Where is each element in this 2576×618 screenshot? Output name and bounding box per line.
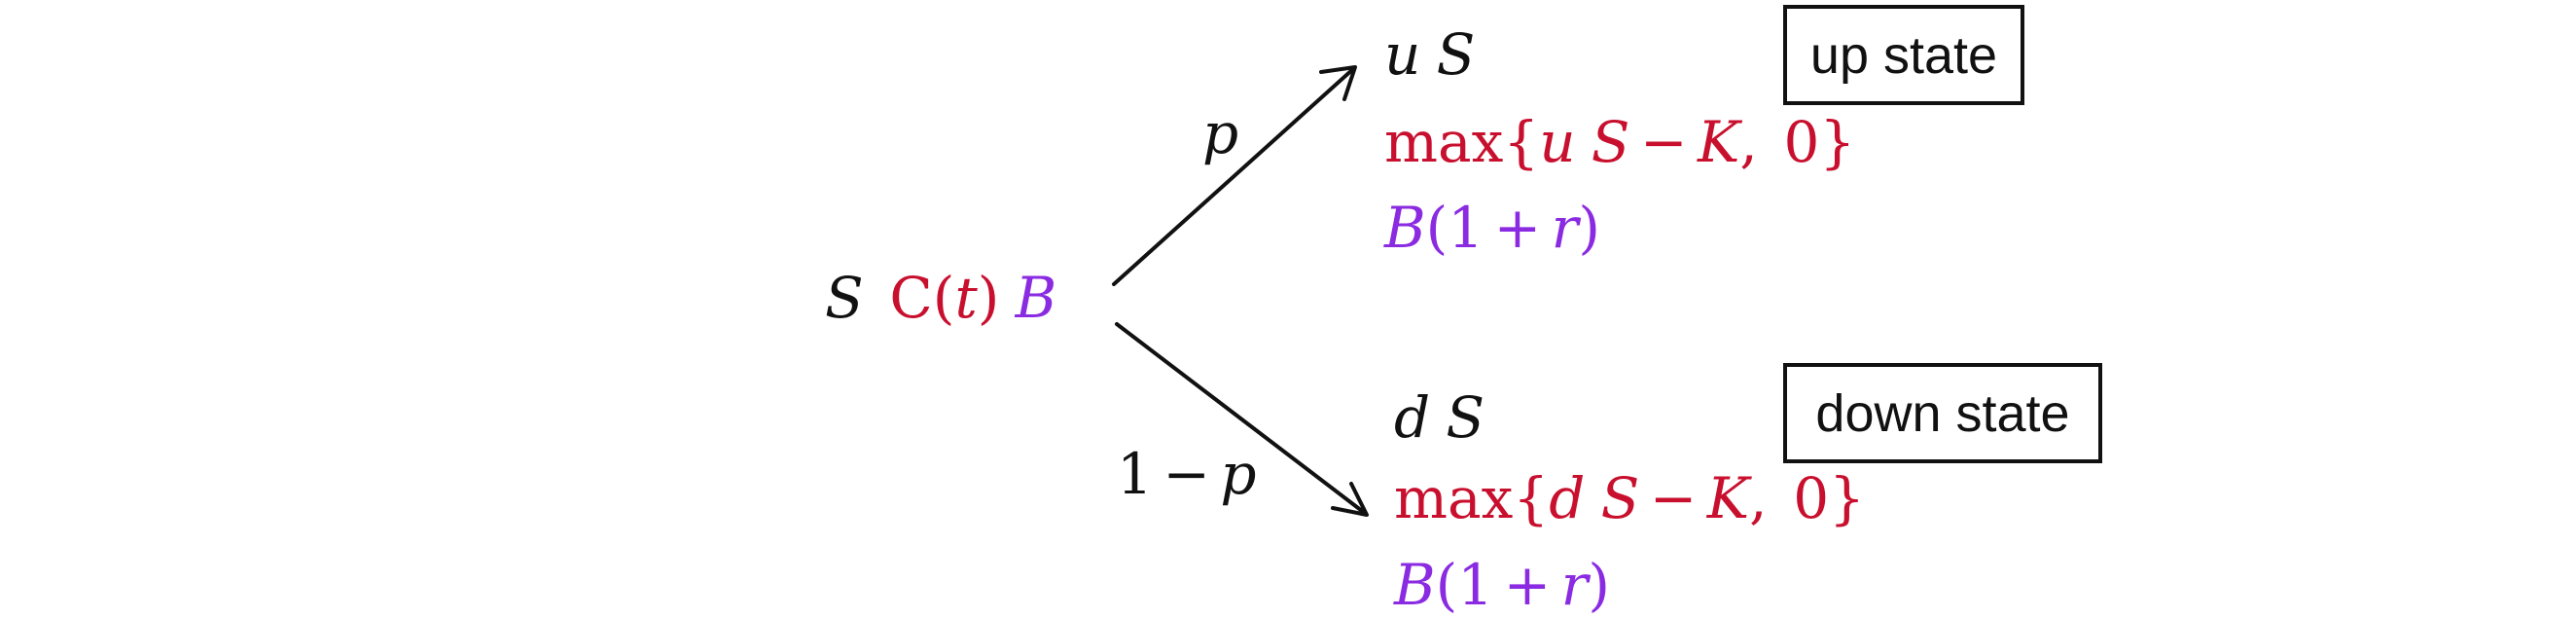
up-bond-rate: r	[1551, 195, 1579, 261]
root-call-time: t	[954, 265, 978, 331]
root-call-symbol: C	[889, 265, 933, 331]
root-bond: B	[1015, 265, 1057, 331]
up-bond-plus: +	[1493, 195, 1542, 261]
up-zero: 0	[1783, 109, 1820, 175]
down-probability-p: p	[1220, 441, 1257, 507]
up-bond: B	[1384, 195, 1426, 261]
down-bond-plus: +	[1503, 552, 1552, 618]
down-factor: d	[1394, 384, 1431, 451]
down-bond: B	[1394, 552, 1436, 618]
down-arrow	[1115, 322, 1369, 517]
up-stock: S	[1436, 21, 1476, 88]
down-bond-one: 1	[1457, 552, 1494, 618]
down-stock: S	[1446, 384, 1485, 451]
down-max: max	[1394, 465, 1514, 531]
up-bond-value: B(1+r)	[1384, 195, 1601, 261]
down-bond-value: B(1+r)	[1394, 552, 1611, 618]
up-state-box: up state	[1783, 5, 2024, 105]
up-factor: u	[1384, 21, 1421, 88]
up-bond-one: 1	[1448, 195, 1485, 261]
down-state-box: down state	[1783, 363, 2102, 463]
down-payoff-factor: d	[1549, 465, 1586, 531]
root-stock: S	[825, 265, 864, 331]
down-probability-minus: −	[1163, 441, 1210, 507]
root-call-price: C(t)	[889, 265, 1000, 331]
down-probability: 1−p	[1117, 446, 1257, 502]
down-bond-rate: r	[1560, 552, 1589, 618]
down-payoff-stock: S	[1600, 465, 1640, 531]
down-zero: 0	[1793, 465, 1830, 531]
up-payoff-factor: u	[1539, 109, 1576, 175]
down-payoff-minus: −	[1649, 465, 1698, 531]
up-max: max	[1384, 109, 1504, 175]
up-payoff-stock: S	[1591, 109, 1630, 175]
up-arrow	[1112, 65, 1357, 286]
up-probability: p	[1202, 100, 1239, 166]
up-strike: K	[1698, 109, 1740, 175]
up-payoff-minus: −	[1639, 109, 1688, 175]
down-probability-one: 1	[1117, 441, 1153, 507]
down-strike: K	[1706, 465, 1750, 531]
